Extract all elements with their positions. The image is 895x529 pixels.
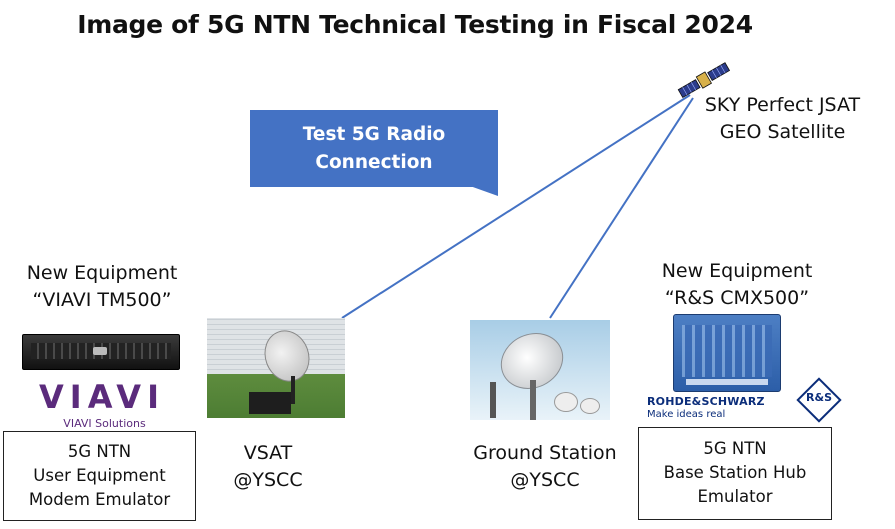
ue-box-line2: User Equipment (33, 466, 166, 485)
callout-line1: Test 5G Radio (302, 124, 446, 145)
ue-box-line1: 5G NTN (67, 442, 132, 461)
ue-box-line3: Modem Emulator (28, 490, 171, 509)
vsat-link-line (341, 94, 691, 319)
rs-emblem-icon: R&S (796, 377, 842, 423)
callout-line2: Connection (315, 152, 433, 173)
rs-emblem-text: R&S (806, 391, 832, 404)
vsat-label-line2: @YSCC (233, 469, 303, 491)
vsat-label-line1: VSAT (243, 442, 293, 464)
rs-header: New Equipment “R&S CMX500” (632, 258, 842, 312)
ground-station-label: Ground Station @YSCC (450, 440, 640, 494)
radio-connection-callout: Test 5G Radio Connection (250, 110, 498, 187)
base-station-emulator-box: 5G NTN Base Station Hub Emulator (638, 427, 832, 520)
bs-box-line2: Base Station Hub (663, 463, 807, 482)
rs-logo: ROHDE&SCHWARZ (647, 395, 765, 408)
rs-cmx500-device (673, 314, 781, 392)
callout-tail (470, 186, 498, 196)
vsat-label: VSAT @YSCC (218, 440, 318, 494)
ground-label-line2: @YSCC (510, 469, 580, 491)
vsat-photo (207, 318, 345, 418)
viavi-logo: VIAVI (39, 378, 165, 416)
viavi-header-line1: New Equipment (26, 262, 178, 284)
viavi-header: New Equipment “VIAVI TM500” (2, 260, 202, 314)
page-title: Image of 5G NTN Technical Testing in Fis… (77, 10, 753, 39)
rs-logo-subtitle: Make ideas real (647, 409, 726, 420)
ground-label-line1: Ground Station (473, 442, 617, 464)
ground-link-line (549, 97, 694, 319)
satellite-icon (677, 62, 731, 99)
bs-box-line3: Emulator (697, 487, 773, 506)
rs-header-line1: New Equipment (661, 260, 813, 282)
satellite-label-line1: SKY Perfect JSAT (704, 94, 861, 116)
viavi-tm500-device (22, 334, 180, 370)
viavi-header-line2: “VIAVI TM500” (32, 289, 172, 311)
satellite-label: SKY Perfect JSAT GEO Satellite (690, 92, 875, 146)
satellite-label-line2: GEO Satellite (719, 121, 846, 143)
rs-header-line2: “R&S CMX500” (664, 287, 810, 309)
ground-station-photo (470, 320, 610, 420)
ue-emulator-box: 5G NTN User Equipment Modem Emulator (3, 431, 196, 521)
viavi-logo-subtitle: VIAVI Solutions (63, 417, 146, 430)
bs-box-line1: 5G NTN (703, 439, 767, 458)
